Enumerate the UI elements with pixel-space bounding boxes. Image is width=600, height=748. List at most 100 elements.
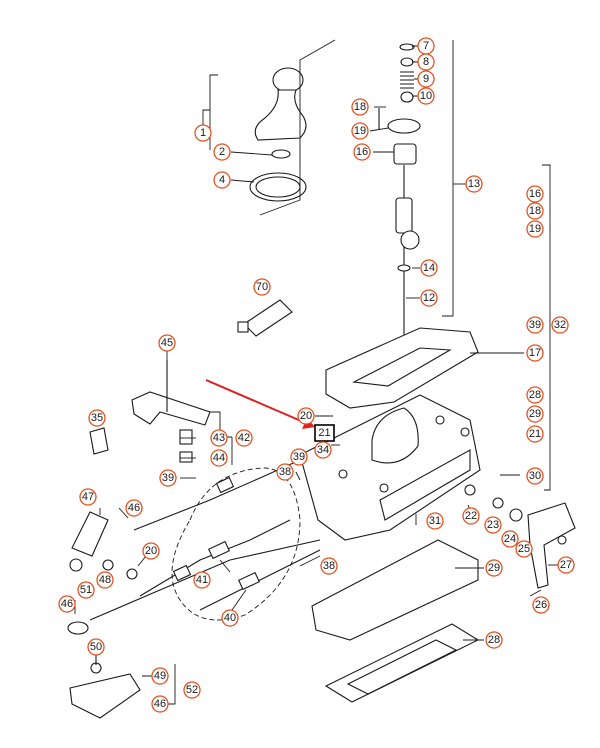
callout-31: 31 bbox=[426, 512, 444, 530]
svg-text:27: 27 bbox=[560, 559, 572, 571]
svg-text:14: 14 bbox=[423, 262, 435, 274]
svg-text:41: 41 bbox=[196, 574, 208, 586]
callout-42: 42 bbox=[235, 429, 253, 447]
leader-lines bbox=[74, 39, 558, 705]
svg-text:31: 31 bbox=[429, 515, 441, 527]
svg-text:18: 18 bbox=[529, 205, 541, 217]
callout-40: 40 bbox=[221, 609, 239, 627]
lower-lever bbox=[67, 511, 138, 635]
svg-text:21: 21 bbox=[318, 427, 330, 439]
callout-46-left: 46 bbox=[58, 595, 76, 613]
svg-text:29: 29 bbox=[488, 562, 500, 574]
svg-text:46: 46 bbox=[61, 598, 73, 610]
svg-text:26: 26 bbox=[535, 599, 547, 611]
svg-text:20: 20 bbox=[145, 545, 157, 557]
cable-routing-outline bbox=[171, 467, 301, 621]
svg-text:39: 39 bbox=[529, 319, 541, 331]
svg-text:19: 19 bbox=[529, 223, 541, 235]
gear-knob-boot bbox=[249, 67, 307, 202]
callout-43: 43 bbox=[210, 429, 228, 447]
callout-27: 27 bbox=[557, 556, 575, 574]
callout-26: 26 bbox=[532, 596, 550, 614]
callout-41: 41 bbox=[193, 571, 211, 589]
svg-text:16: 16 bbox=[356, 146, 368, 158]
bottom-bracket bbox=[69, 640, 141, 719]
insulation-mat bbox=[311, 539, 479, 641]
callout-17: 17 bbox=[526, 344, 544, 362]
callout-45: 45 bbox=[158, 334, 176, 352]
svg-text:45: 45 bbox=[161, 337, 173, 349]
svg-text:17: 17 bbox=[529, 347, 541, 359]
callout-29: 29 bbox=[485, 559, 503, 577]
callout-46: 46 bbox=[125, 499, 143, 517]
svg-text:8: 8 bbox=[423, 56, 429, 68]
callout-44: 44 bbox=[210, 449, 228, 467]
svg-text:39: 39 bbox=[162, 472, 174, 484]
callout-13: 13 bbox=[465, 175, 483, 193]
svg-text:21: 21 bbox=[529, 428, 541, 440]
svg-text:44: 44 bbox=[213, 452, 225, 464]
svg-text:34: 34 bbox=[317, 444, 329, 456]
svg-text:16: 16 bbox=[529, 188, 541, 200]
svg-text:49: 49 bbox=[154, 670, 166, 682]
svg-text:13: 13 bbox=[468, 178, 480, 190]
svg-text:29: 29 bbox=[529, 408, 541, 420]
callout-14: 14 bbox=[420, 259, 438, 277]
selector-cables bbox=[89, 459, 321, 621]
svg-text:46: 46 bbox=[154, 698, 166, 710]
svg-text:28: 28 bbox=[488, 634, 500, 646]
svg-text:7: 7 bbox=[423, 40, 429, 52]
callout-28-right: 28 bbox=[526, 386, 544, 404]
callout-12: 12 bbox=[420, 289, 438, 307]
svg-text:46: 46 bbox=[128, 502, 140, 514]
highlight-arrow bbox=[205, 379, 315, 429]
svg-text:47: 47 bbox=[82, 491, 94, 503]
svg-text:35: 35 bbox=[91, 412, 103, 424]
svg-text:4: 4 bbox=[219, 174, 225, 186]
svg-text:43: 43 bbox=[213, 432, 225, 444]
grease-tube bbox=[237, 299, 293, 337]
svg-text:25: 25 bbox=[518, 543, 530, 555]
callout-39-right: 39 bbox=[526, 316, 544, 334]
bellcrank bbox=[464, 484, 576, 589]
spring-stack bbox=[378, 43, 421, 165]
svg-text:18: 18 bbox=[354, 101, 366, 113]
svg-text:22: 22 bbox=[465, 510, 477, 522]
callout-18: 18 bbox=[351, 98, 369, 116]
svg-text:51: 51 bbox=[80, 584, 92, 596]
svg-text:20: 20 bbox=[300, 410, 312, 422]
callout-50: 50 bbox=[87, 638, 105, 656]
callout-30: 30 bbox=[526, 467, 544, 485]
callout-23: 23 bbox=[484, 516, 502, 534]
callout-8: 8 bbox=[417, 53, 435, 71]
callout-32: 32 bbox=[551, 316, 569, 334]
callout-38-lower: 38 bbox=[320, 557, 338, 575]
callout-29-right: 29 bbox=[526, 405, 544, 423]
svg-text:32: 32 bbox=[554, 319, 566, 331]
svg-text:38: 38 bbox=[323, 560, 335, 572]
callout-20-left: 20 bbox=[142, 542, 160, 560]
callout-20: 20 bbox=[297, 407, 315, 425]
callout-19: 19 bbox=[351, 122, 369, 140]
callout-35: 35 bbox=[88, 409, 106, 427]
callout-49: 49 bbox=[151, 667, 169, 685]
svg-text:40: 40 bbox=[224, 612, 236, 624]
callout-1: 1 bbox=[194, 124, 212, 142]
svg-text:50: 50 bbox=[90, 641, 102, 653]
callout-51: 51 bbox=[77, 581, 95, 599]
svg-text:24: 24 bbox=[504, 533, 516, 545]
svg-text:42: 42 bbox=[238, 432, 250, 444]
callout-28: 28 bbox=[485, 631, 503, 649]
callout-22: 22 bbox=[462, 507, 480, 525]
callout-16: 16 bbox=[353, 143, 371, 161]
callout-24: 24 bbox=[501, 530, 519, 548]
svg-text:70: 70 bbox=[256, 281, 268, 293]
svg-text:2: 2 bbox=[219, 146, 225, 158]
svg-text:39: 39 bbox=[293, 451, 305, 463]
callout-7: 7 bbox=[417, 37, 435, 55]
callout-4: 4 bbox=[213, 171, 231, 189]
callout-10: 10 bbox=[417, 87, 435, 105]
svg-text:12: 12 bbox=[423, 292, 435, 304]
callout-25: 25 bbox=[515, 540, 533, 558]
